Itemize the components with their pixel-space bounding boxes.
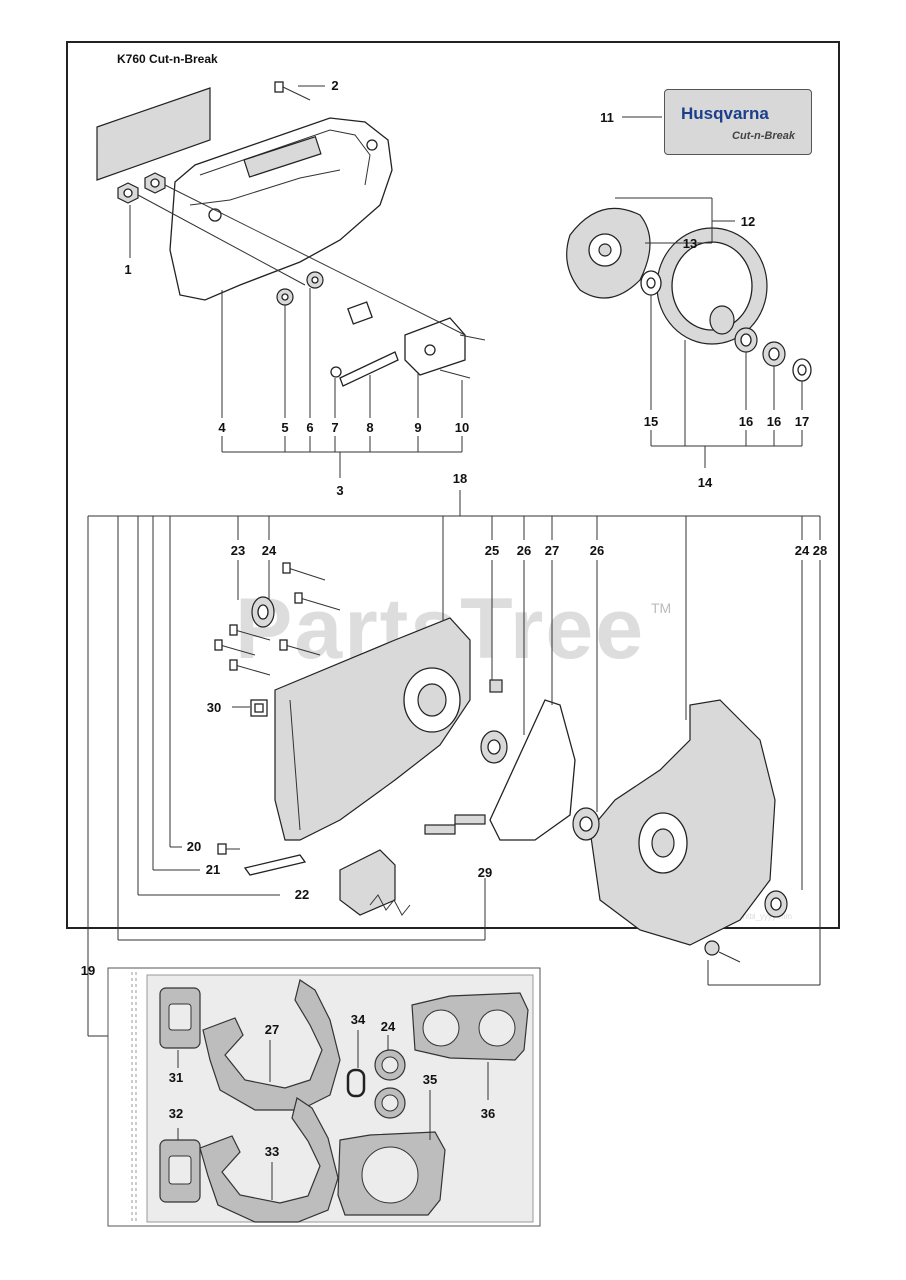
callout-24c: 24 (381, 1019, 396, 1034)
callout-35: 35 (423, 1072, 437, 1087)
leaders-upper-left (129, 85, 662, 478)
callout-11: 11 (600, 110, 614, 125)
callout-28: 28 (813, 543, 827, 558)
callout-24a: 24 (262, 543, 277, 558)
washers-5-6 (276, 271, 324, 306)
callout-14: 14 (698, 475, 713, 490)
gasket-31 (159, 987, 201, 1049)
callout-31: 31 (169, 1070, 183, 1085)
callout-20: 20 (187, 839, 201, 854)
clutch-cover (169, 117, 393, 301)
washer-17 (792, 358, 812, 382)
callout-26b: 26 (590, 543, 604, 558)
callout-15: 15 (644, 414, 658, 429)
gasket-27-kit (202, 979, 341, 1111)
washer-15 (640, 270, 662, 296)
callout-23: 23 (231, 543, 245, 558)
callout-36: 36 (481, 1106, 495, 1121)
callout-9: 9 (414, 420, 421, 435)
leaders-upper-right (615, 197, 803, 468)
footer-mark: model_entbl_yyyy-mm (712, 912, 793, 921)
cap-30 (250, 699, 268, 717)
callout-33: 33 (265, 1144, 279, 1159)
gasket-36-kit (411, 992, 529, 1061)
callout-32: 32 (169, 1106, 183, 1121)
logo-brand: Husqvarna (681, 104, 769, 123)
gasket-33-kit (199, 1097, 339, 1223)
callout-8: 8 (366, 420, 373, 435)
diagram-title: K760 Cut-n-Break (117, 52, 218, 66)
logo-product: Cut-n-Break (732, 130, 795, 142)
main-bearings (480, 730, 600, 841)
bolt-2 (274, 81, 311, 101)
watermark-tm: TM (651, 600, 672, 616)
callout-18: 18 (453, 471, 467, 486)
callout-25: 25 (485, 543, 499, 558)
callout-7: 7 (331, 420, 338, 435)
gasket-32 (159, 1139, 201, 1203)
callout-24b: 24 (795, 543, 810, 558)
leaders-middle (87, 490, 821, 1037)
nuts (117, 172, 166, 204)
callout-16a: 16 (739, 414, 753, 429)
bracket-21 (217, 843, 307, 876)
plug-28 (704, 940, 741, 963)
callout-numbers: 1 2 3 4 5 6 7 8 9 10 11 12 13 14 15 16 1… (81, 78, 827, 1159)
gasket-35-kit (337, 1131, 446, 1216)
callout-4: 4 (218, 420, 226, 435)
callout-1: 1 (124, 262, 131, 277)
callout-26a: 26 (517, 543, 531, 558)
seals-24 (251, 596, 788, 918)
clutch-shoes (566, 207, 651, 299)
callout-27b: 27 (265, 1022, 279, 1037)
decal-logo: Husqvarna Cut-n-Break (664, 89, 812, 155)
chain-tensioner (330, 301, 486, 387)
callout-13: 13 (683, 236, 697, 251)
seals-24-kit (374, 1049, 406, 1119)
clutch-drum (656, 227, 768, 345)
oring-34 (346, 1068, 366, 1098)
callout-29: 29 (478, 865, 492, 880)
callout-2: 2 (331, 78, 338, 93)
gasket-27 (489, 699, 576, 841)
callout-12: 12 (741, 214, 755, 229)
spring-mount-22 (339, 849, 411, 916)
crankcase-right (589, 699, 776, 946)
leaders-kit (177, 1030, 489, 1200)
callout-30: 30 (207, 700, 221, 715)
callout-19: 19 (81, 963, 95, 978)
callout-27a: 27 (545, 543, 559, 558)
callout-21: 21 (206, 862, 220, 877)
decal-plate (96, 87, 211, 181)
callout-17: 17 (795, 414, 809, 429)
crankcase-left (274, 617, 471, 841)
callout-34: 34 (351, 1012, 366, 1027)
callout-22: 22 (295, 887, 309, 902)
callout-16b: 16 (767, 414, 781, 429)
callout-10: 10 (455, 420, 469, 435)
callout-6: 6 (306, 420, 313, 435)
screws-crankcase (214, 562, 503, 835)
callout-5: 5 (281, 420, 288, 435)
callout-3: 3 (336, 483, 343, 498)
bearings-16 (734, 327, 786, 367)
diagram-frame (66, 41, 840, 929)
